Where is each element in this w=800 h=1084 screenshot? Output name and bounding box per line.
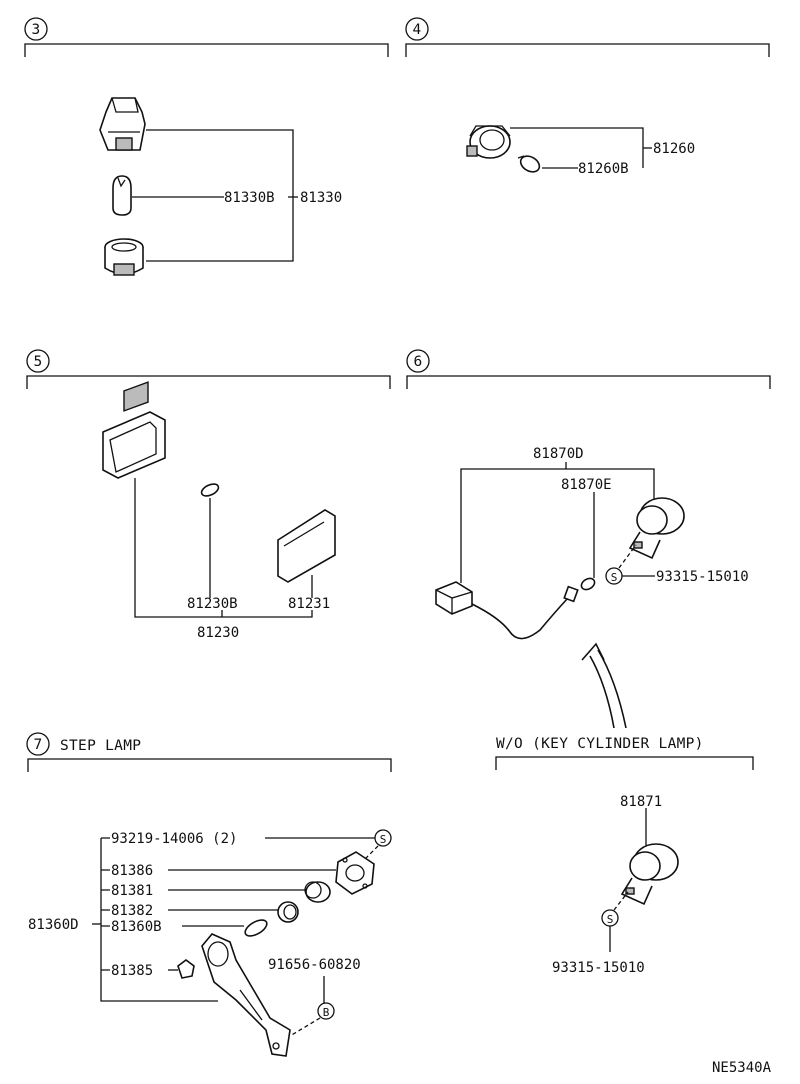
svg-text:B: B — [323, 1006, 330, 1019]
section-7-circle — [26, 732, 50, 756]
label-81230B: 81230B — [187, 596, 238, 612]
leader-81260-bracket — [510, 127, 644, 168]
section-wo-key-cylinder: W/O (KEY CYLINDER LAMP) S 81871 93315-15… — [495, 736, 754, 976]
label-81330B: 81330B — [224, 190, 275, 206]
section-3-circle — [24, 17, 48, 41]
bulb-81330B-part[interactable] — [112, 175, 132, 216]
diagram-code: NE5340A — [712, 1060, 772, 1076]
socket-81260-part[interactable] — [466, 125, 511, 159]
leader-81330-bracket — [146, 129, 294, 262]
bracket-81360D-part[interactable] — [201, 933, 291, 1057]
leader-81360D-bracket — [100, 837, 218, 1002]
screw-93315-15010-part[interactable]: S — [605, 567, 623, 585]
label-93315-15010-b: 93315-15010 — [552, 960, 645, 976]
wo-key-cylinder-title: W/O (KEY CYLINDER LAMP) — [496, 736, 704, 752]
label-81260: 81260 — [653, 141, 695, 157]
section-6-bracket — [406, 375, 771, 389]
ring-lamp-81871-part[interactable] — [620, 843, 679, 906]
section-7-bracket — [27, 758, 392, 772]
label-81870E: 81870E — [561, 477, 612, 493]
label-81360D: 81360D — [28, 917, 79, 933]
section-5-bracket — [26, 375, 391, 389]
connector-81870D-part[interactable] — [435, 581, 473, 615]
arrow-head-icon — [581, 642, 605, 661]
section-4-bracket — [405, 43, 770, 57]
label-81231: 81231 — [288, 596, 330, 612]
bulb-81360B-part[interactable] — [243, 917, 270, 939]
label-81260B: 81260B — [578, 161, 629, 177]
svg-text:S: S — [380, 833, 387, 846]
section-5-number: 5 — [33, 354, 42, 370]
gasket-81382-part[interactable] — [277, 901, 299, 923]
label-91656-60820: 91656-60820 — [268, 957, 361, 973]
lens-81381-part[interactable] — [304, 881, 331, 903]
section-5: 5 81230B 81231 81230 — [26, 349, 391, 641]
section-3: 3 81330B 81330 — [24, 17, 389, 276]
leader-81230-bracket — [134, 478, 313, 618]
section-4: 4 81260B 81260 — [405, 17, 770, 177]
bolt-91656-60820-part[interactable]: B — [317, 1002, 335, 1020]
section-5-circle — [26, 349, 50, 373]
leader-81870D-bracket — [460, 468, 655, 583]
wo-bracket — [495, 756, 754, 770]
s-mark-icon — [374, 829, 392, 847]
label-81382: 81382 — [111, 903, 153, 919]
label-93315-15010-a: 93315-15010 — [656, 569, 749, 585]
screw-93219-14006-part[interactable]: S — [374, 829, 392, 847]
section-3-bracket — [24, 43, 389, 57]
section-6: 6 S 81870D 81870E 9331 — [406, 349, 771, 729]
section-7-title: STEP LAMP — [60, 738, 141, 754]
b-mark-icon — [317, 1002, 335, 1020]
label-81230: 81230 — [197, 625, 239, 641]
bulb-81230B-part[interactable] — [200, 482, 221, 499]
screw-93315-15010-b-part[interactable]: S — [601, 909, 619, 927]
housing-81230-part[interactable] — [102, 381, 166, 479]
section-4-circle — [405, 17, 429, 41]
label-81870D: 81870D — [533, 446, 584, 462]
label-81381: 81381 — [111, 883, 153, 899]
section-6-number: 6 — [413, 354, 422, 370]
clip-81385-part[interactable] — [177, 959, 195, 979]
bulb-81870E-part[interactable] — [563, 576, 596, 603]
wire-harness — [471, 597, 569, 640]
cover-81386-part[interactable] — [335, 851, 375, 895]
label-81330: 81330 — [300, 190, 342, 206]
label-81360B: 81360B — [111, 919, 162, 935]
lens-81231-part[interactable] — [277, 509, 336, 583]
section-4-number: 4 — [412, 22, 421, 38]
svg-text:S: S — [611, 571, 618, 584]
section-7: 7 STEP LAMP 93219-14006 (2) 81386 81381 … — [26, 732, 392, 1057]
bulb-81260B-part[interactable] — [517, 153, 542, 175]
label-81385: 81385 — [111, 963, 153, 979]
label-93219-14006: 93219-14006 (2) — [111, 831, 237, 847]
section-7-number: 7 — [33, 737, 42, 753]
ring-lamp-81870D-part[interactable] — [628, 497, 685, 560]
section-6-circle — [406, 349, 430, 373]
label-81386: 81386 — [111, 863, 153, 879]
section-3-number: 3 — [31, 22, 40, 38]
socket-81330-part[interactable] — [99, 97, 146, 151]
holder-81330-part[interactable] — [104, 238, 144, 276]
svg-text:S: S — [607, 913, 614, 926]
label-81871: 81871 — [620, 794, 662, 810]
